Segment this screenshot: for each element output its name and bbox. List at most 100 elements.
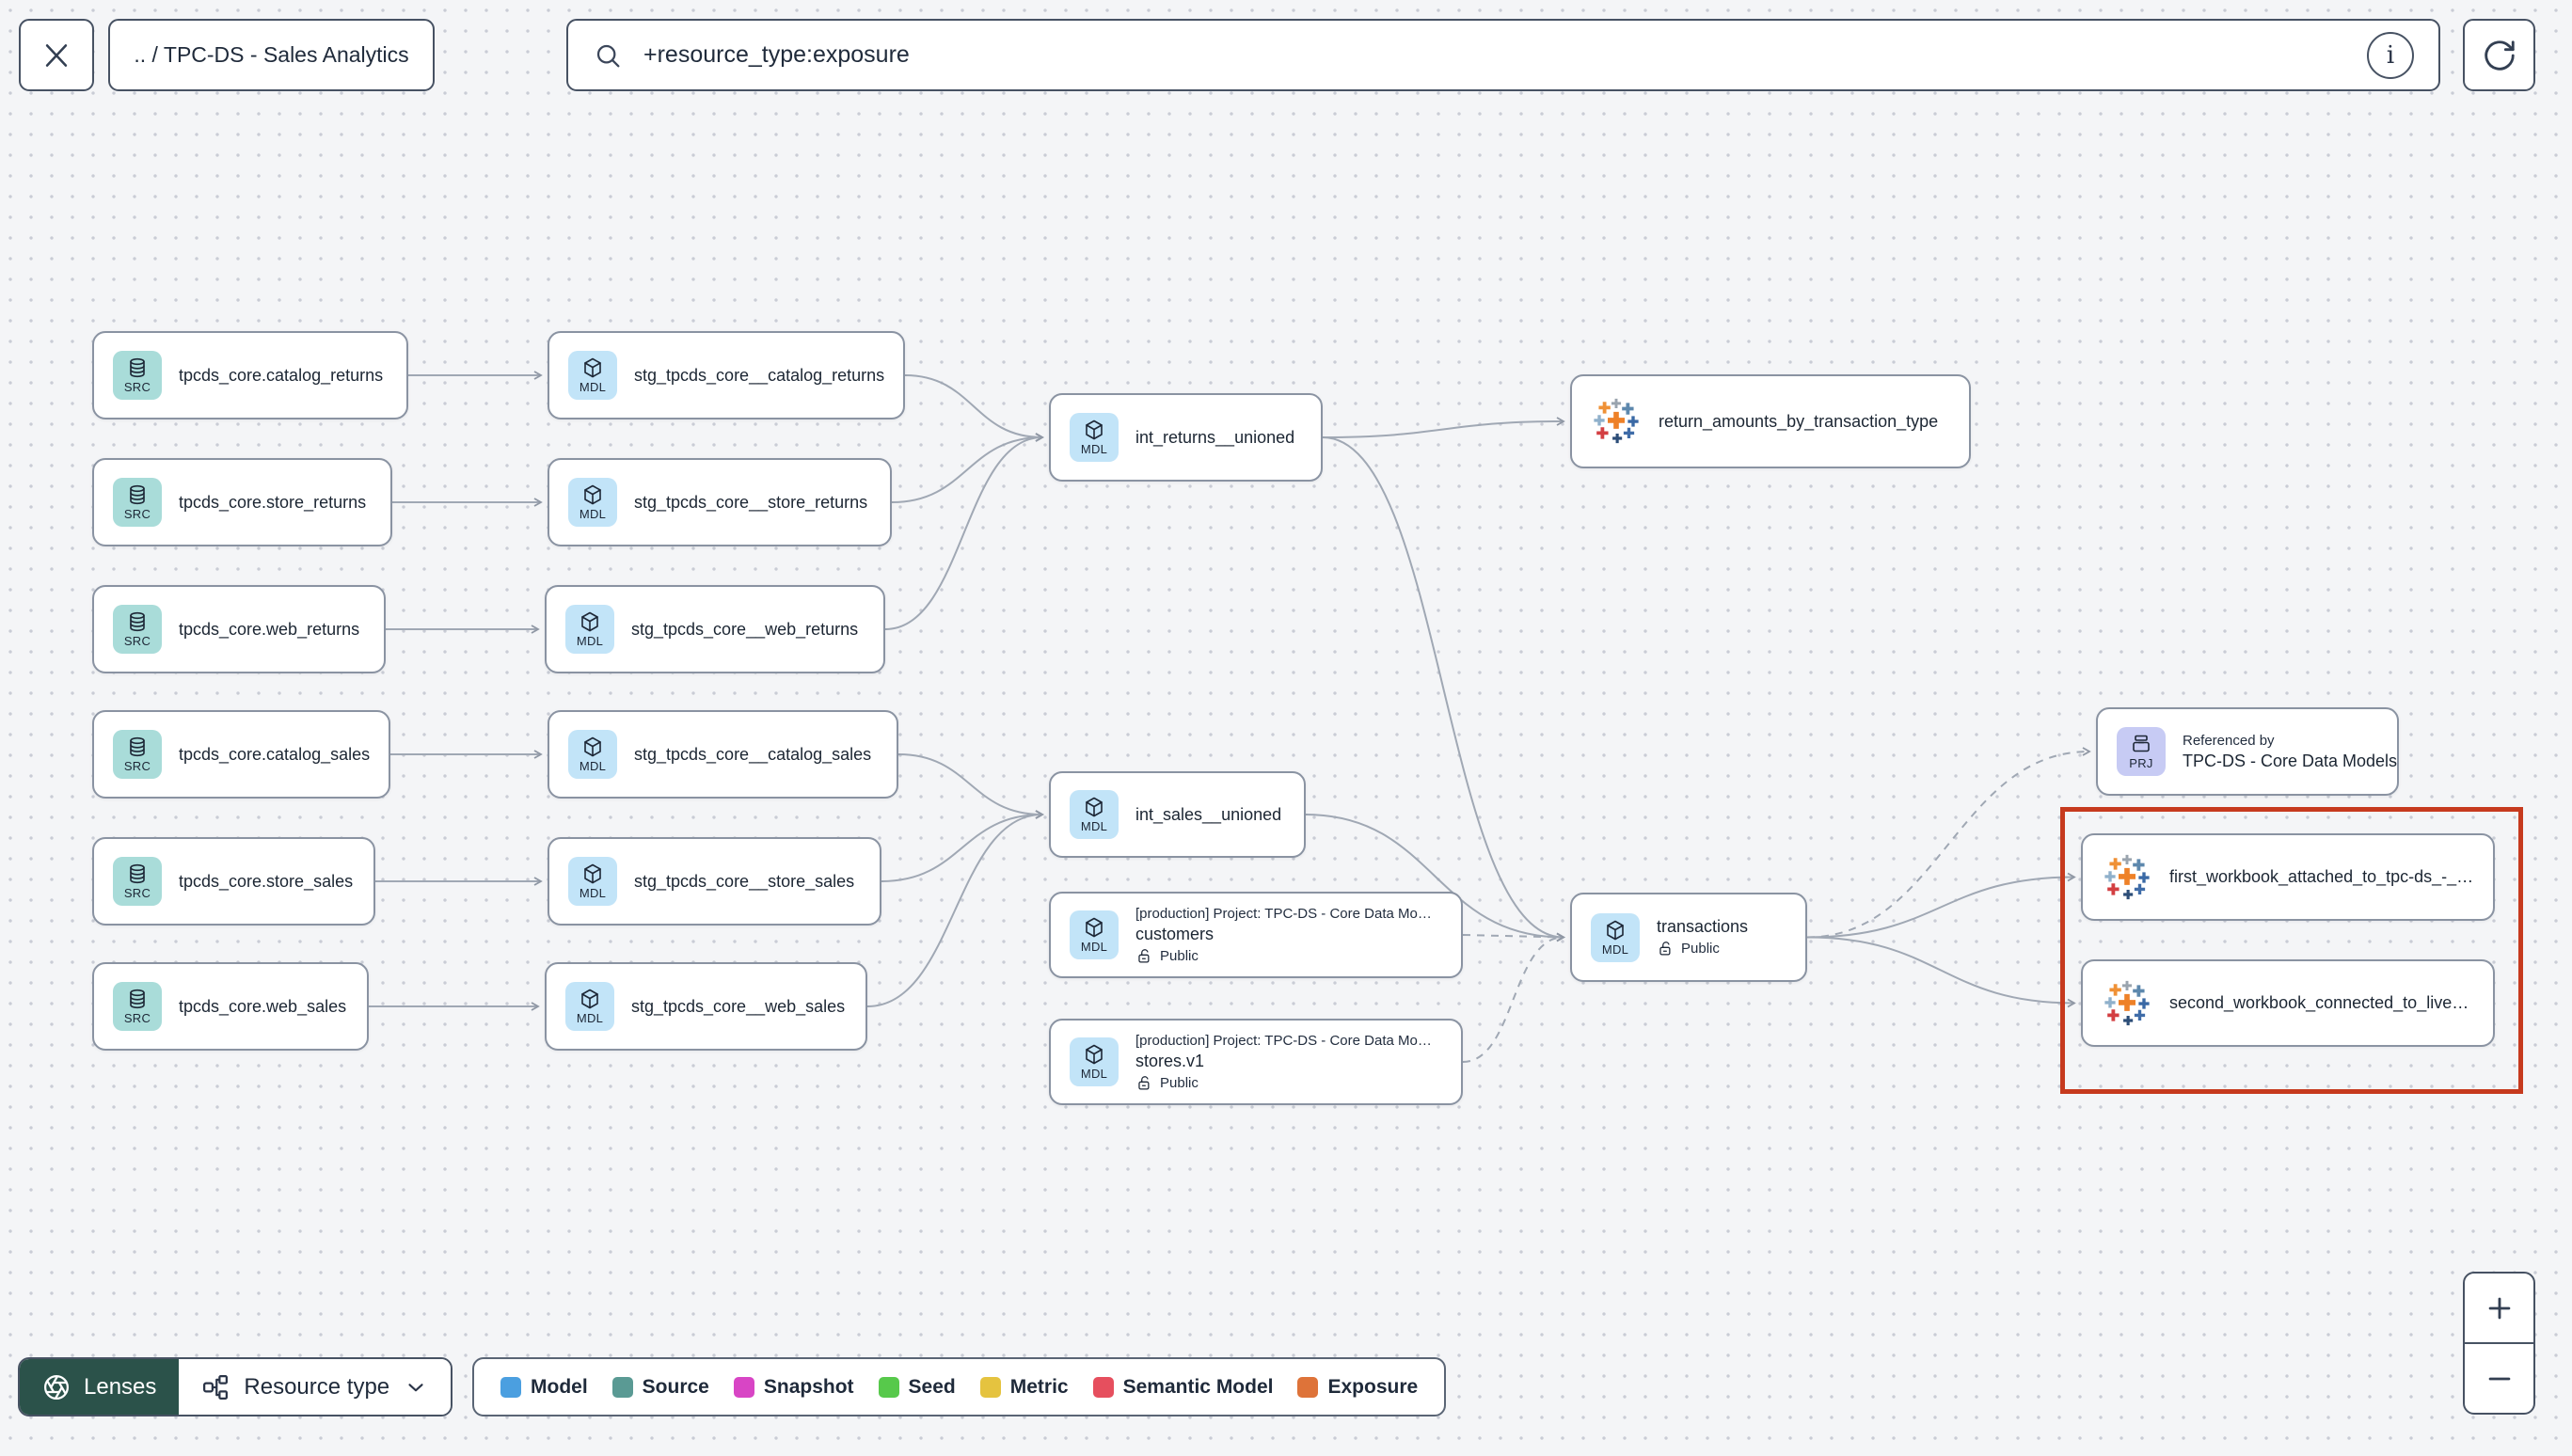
zoom-in-button[interactable]: [2465, 1274, 2533, 1344]
node-title: second_workbook_connected_to_live…: [2169, 993, 2469, 1012]
node-header: [production] Project: TPC-DS - Core Data…: [1135, 905, 1432, 922]
node-title: stg_tpcds_core__catalog_returns: [634, 365, 885, 385]
edge-transactions-to-first_workbook: [1806, 872, 2076, 939]
node-title: tpcds_core.catalog_returns: [179, 365, 384, 385]
resource-type-label: Resource type: [244, 1373, 390, 1400]
database-icon: [130, 357, 145, 378]
model-badge: MDL: [568, 478, 617, 527]
database-icon: [130, 484, 145, 505]
graph-node-second_workbook[interactable]: second_workbook_connected_to_live…: [2081, 959, 2495, 1047]
chevron-down-icon: [404, 1375, 428, 1400]
graph-node-src_catalog_sales[interactable]: SRC tpcds_core.catalog_sales: [92, 710, 390, 799]
zoom-in-icon: [2484, 1292, 2516, 1324]
resource-type-icon: [201, 1373, 230, 1401]
legend-swatch: [979, 1376, 1001, 1398]
zoom-out-button[interactable]: [2465, 1344, 2533, 1413]
search-bar[interactable]: i: [566, 19, 2440, 91]
database-icon: [130, 989, 145, 1009]
cube-icon: [1086, 797, 1103, 817]
cube-icon: [584, 357, 601, 378]
legend-item-metric: Metric: [979, 1375, 1069, 1399]
legend-item-seed: Seed: [878, 1375, 956, 1399]
graph-node-customers[interactable]: MDL [production] Project: TPC-DS - Core D…: [1049, 892, 1463, 978]
legend-item-snapshot: Snapshot: [733, 1375, 854, 1399]
node-access: Public: [1135, 947, 1432, 965]
legend-label: Metric: [1009, 1375, 1069, 1398]
search-input[interactable]: [642, 40, 2348, 70]
legend-item-exposure: Exposure: [1297, 1376, 1418, 1399]
model-badge: MDL: [1070, 910, 1119, 959]
legend-label: Snapshot: [763, 1375, 854, 1398]
node-title: stg_tpcds_core__web_returns: [631, 619, 859, 639]
source-badge: SRC: [113, 351, 162, 400]
legend-swatch: [878, 1376, 899, 1398]
graph-node-int_sales__unioned[interactable]: MDL int_sales__unioned: [1049, 771, 1306, 858]
aperture-icon: [42, 1373, 71, 1401]
graph-node-int_returns__unioned[interactable]: MDL int_returns__unioned: [1049, 393, 1323, 482]
public-open-lock-icon: [1138, 1075, 1150, 1089]
model-badge: MDL: [1070, 790, 1119, 839]
node-access: Public: [1135, 1074, 1432, 1092]
node-title: tpcds_core.store_sales: [179, 871, 354, 891]
source-badge: SRC: [113, 478, 162, 527]
legend-label: Model: [531, 1375, 588, 1398]
node-title: tpcds_core.catalog_sales: [179, 744, 371, 764]
graph-node-src_store_returns[interactable]: SRC tpcds_core.store_returns: [92, 458, 392, 546]
lenses-label: Lenses: [84, 1373, 157, 1400]
legend-label: Semantic Model: [1122, 1375, 1274, 1398]
graph-node-stores_v1[interactable]: MDL[production] Project: TPC-DS - Core D…: [1049, 1019, 1463, 1105]
legend-swatch: [500, 1376, 521, 1398]
legend-item-semantic-model: Semantic Model: [1092, 1375, 1274, 1399]
edge-stg_catalog_sales-to-int_sales__unioned: [897, 753, 1044, 819]
cube-icon: [584, 736, 601, 757]
node-title: tpcds_core.store_returns: [179, 492, 367, 512]
graph-node-first_workbook[interactable]: first_workbook_attached_to_tpc-ds_-_…: [2081, 833, 2495, 921]
graph-node-src_store_sales[interactable]: SRC tpcds_core.store_sales: [92, 837, 375, 926]
project-badge: PRJ: [2117, 727, 2166, 776]
node-title: int_sales__unioned: [1135, 804, 1282, 824]
resource-type-selector[interactable]: Resource type: [179, 1359, 452, 1415]
edge-stg_catalog_returns-to-int_returns__unioned: [904, 374, 1044, 442]
legend-swatch: [611, 1376, 633, 1398]
node-title: first_workbook_attached_to_tpc-ds_-_…: [2169, 867, 2474, 886]
cube-icon: [1086, 1044, 1103, 1065]
legend-label: Seed: [908, 1375, 956, 1398]
legend-swatch: [1297, 1376, 1319, 1398]
node-title: return_amounts_by_transaction_type: [1659, 411, 1939, 431]
breadcrumb[interactable]: .. / TPC-DS - Sales Analytics: [108, 19, 435, 91]
database-icon: [130, 736, 145, 757]
edge-stg_web_sales-to-int_sales__unioned: [866, 810, 1044, 1007]
zoom-out-icon: [2484, 1363, 2516, 1395]
info-icon[interactable]: i: [2367, 31, 2414, 79]
close-button[interactable]: [19, 19, 94, 91]
model-badge: MDL: [1070, 413, 1119, 462]
public-open-lock-icon: [1138, 948, 1150, 962]
lenses-button[interactable]: Lenses: [20, 1359, 180, 1415]
edge-stg_store_returns-to-int_returns__unioned: [891, 433, 1044, 503]
graph-node-return_amounts_by_transaction_type[interactable]: return_amounts_by_transaction_type: [1570, 374, 1971, 468]
cube-icon: [584, 484, 601, 505]
node-header: [production] Project: TPC-DS - Core Data…: [1135, 1032, 1432, 1049]
zoom-controls: [2463, 1272, 2535, 1415]
node-title: int_returns__unioned: [1135, 427, 1295, 447]
source-badge: SRC: [113, 730, 162, 779]
cube-icon: [1607, 920, 1624, 940]
node-title: transactions: [1657, 917, 1749, 936]
refresh-button[interactable]: [2463, 19, 2535, 91]
graph-node-src_catalog_returns[interactable]: SRC tpcds_core.catalog_returns: [92, 331, 408, 419]
source-badge: SRC: [113, 857, 162, 906]
edge-stores_v1-to-transactions: [1462, 932, 1565, 1063]
node-access: Public: [1657, 940, 1748, 957]
